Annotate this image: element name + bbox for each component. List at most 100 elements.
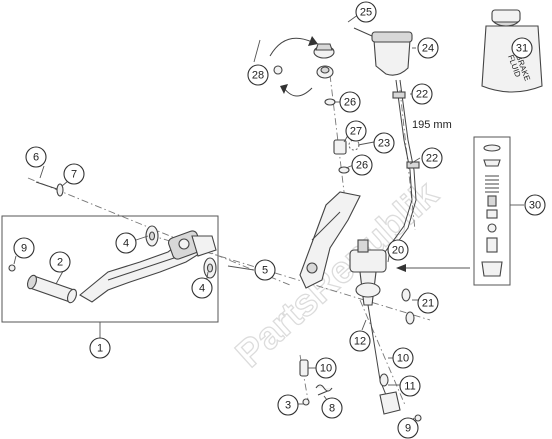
callout-number: 24 xyxy=(422,43,434,55)
callout-circle xyxy=(254,259,276,281)
callout-c11: 11 xyxy=(399,375,421,397)
callout-number: 4 xyxy=(199,283,205,295)
brake-fluid-bottle: BRAKE FLUID xyxy=(481,9,543,93)
callout-circle xyxy=(25,146,47,168)
callout-circle xyxy=(421,147,443,169)
callout-circle xyxy=(277,394,299,416)
callout-c25: 25 xyxy=(355,1,377,23)
banjo-fitting xyxy=(324,98,350,174)
callout-number: 25 xyxy=(360,7,372,19)
callout-number: 20 xyxy=(392,245,404,257)
bushings xyxy=(145,225,217,279)
callout-circle xyxy=(89,337,111,359)
callout-c5: 5 xyxy=(254,259,276,281)
adjuster-nuts xyxy=(401,288,415,325)
callout-circle xyxy=(387,239,409,261)
callout-c21: 21 xyxy=(417,292,439,314)
callout-number: 26 xyxy=(344,97,356,109)
callout-circle xyxy=(315,357,337,379)
callout-number: 22 xyxy=(416,89,428,101)
callout-c30: 30 xyxy=(524,194,546,216)
callout-circle xyxy=(49,251,71,273)
callout-circle xyxy=(345,120,367,142)
callout-circle xyxy=(399,375,421,397)
callout-number: 9 xyxy=(405,423,411,435)
callout-circle xyxy=(115,232,137,254)
master-cylinder xyxy=(349,239,401,415)
callout-circle xyxy=(417,292,439,314)
small-nut xyxy=(8,264,16,272)
rotation-arrows xyxy=(269,36,318,97)
repair-kit xyxy=(473,136,511,286)
callout-number: 2 xyxy=(57,257,63,269)
callout-number: 30 xyxy=(529,200,541,212)
reservoir-hose xyxy=(384,79,420,255)
callout-circle xyxy=(351,154,373,176)
callout-number: 3 xyxy=(285,400,291,412)
callout-c7: 7 xyxy=(63,163,85,185)
callout-circle xyxy=(511,37,533,59)
callout-circle xyxy=(63,163,85,185)
callout-circle xyxy=(13,237,35,259)
brake-pedal-lever xyxy=(79,230,217,303)
callout-c2: 2 xyxy=(49,251,71,273)
callout-c10b: 10 xyxy=(392,347,414,369)
reservoir-cap xyxy=(273,43,335,79)
callout-number: 11 xyxy=(404,381,415,393)
frame-bracket xyxy=(299,191,361,289)
callout-number: 26 xyxy=(356,160,368,172)
callout-c12: 12 xyxy=(349,330,371,352)
callout-number: 27 xyxy=(350,126,362,138)
callout-c8: 8 xyxy=(321,397,343,419)
callout-c24: 24 xyxy=(417,37,439,59)
callout-c1: 1 xyxy=(89,337,111,359)
callout-c22b: 22 xyxy=(421,147,443,169)
callout-circle xyxy=(417,37,439,59)
callout-c28: 28 xyxy=(247,64,269,86)
callout-c4b: 4 xyxy=(191,277,213,299)
callout-c26b: 26 xyxy=(351,154,373,176)
callout-circle xyxy=(321,397,343,419)
callout-circle xyxy=(524,194,546,216)
callout-c22a: 22 xyxy=(411,83,433,105)
callout-circle xyxy=(392,347,414,369)
callout-c27: 27 xyxy=(345,120,367,142)
pedal-rubber xyxy=(26,274,78,304)
callout-circle xyxy=(247,64,269,86)
sealing-ring xyxy=(348,139,360,151)
callout-c6: 6 xyxy=(25,146,47,168)
callout-c4a: 4 xyxy=(115,232,137,254)
callout-number: 28 xyxy=(252,70,264,82)
clevis-parts xyxy=(299,359,422,422)
callout-circle xyxy=(373,132,395,154)
callout-c10a: 10 xyxy=(315,357,337,379)
callout-number: 4 xyxy=(123,238,129,250)
callout-circle xyxy=(339,91,361,113)
callout-c23: 23 xyxy=(373,132,395,154)
callout-circle xyxy=(411,83,433,105)
callout-number: 12 xyxy=(354,336,366,348)
callout-circle xyxy=(397,417,419,439)
callout-number: 8 xyxy=(329,403,335,415)
hose-length-label: 195 mm xyxy=(412,119,452,131)
callout-c26a: 26 xyxy=(339,91,361,113)
callout-circle xyxy=(349,330,371,352)
callout-number: 7 xyxy=(71,169,77,181)
callout-number: 10 xyxy=(320,363,332,375)
callout-number: 5 xyxy=(262,265,268,277)
reservoir-screw xyxy=(353,27,373,37)
callout-number: 21 xyxy=(422,298,434,310)
pivot-bolt xyxy=(35,181,64,197)
pedal-assembly-frame xyxy=(1,215,219,323)
callout-number: 23 xyxy=(378,138,390,150)
callout-c9b: 9 xyxy=(397,417,419,439)
callout-c31: 31 xyxy=(511,37,533,59)
callout-c9a: 9 xyxy=(13,237,35,259)
callout-circle xyxy=(355,1,377,23)
brake-fluid-reservoir xyxy=(371,31,413,76)
callout-c20: 20 xyxy=(387,239,409,261)
callout-number: 10 xyxy=(397,353,409,365)
callout-number: 9 xyxy=(21,243,27,255)
callouts: 1234456789910101112202122222324252626272… xyxy=(13,1,546,439)
